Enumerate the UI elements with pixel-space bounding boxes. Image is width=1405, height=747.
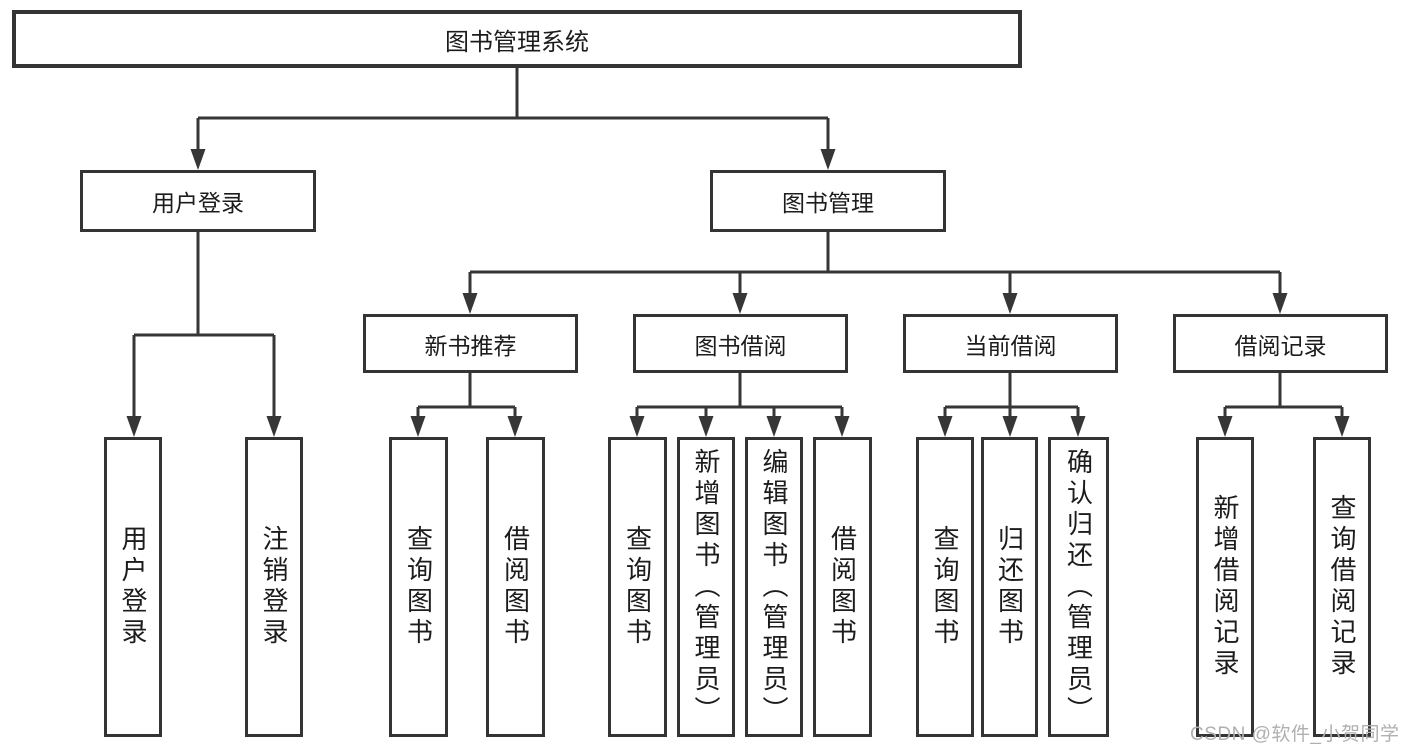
leaf-return-book-label: 归还图书 bbox=[994, 525, 1025, 649]
node-current-borrowing-label: 当前借阅 bbox=[964, 332, 1057, 359]
leaf-user-login-label: 用户登录 bbox=[118, 525, 148, 649]
connector-book-borrow-branch bbox=[629, 373, 850, 437]
leaf-query-books-current-label: 查询图书 bbox=[930, 525, 960, 649]
connector-user-login-branch bbox=[126, 232, 282, 437]
node-borrowing-records-label: 借阅记录 bbox=[1234, 332, 1327, 359]
leaf-logout: 注销登录 bbox=[245, 437, 303, 737]
connector-root-to-level2 bbox=[190, 68, 836, 170]
leaf-add-book-admin-label: 新增图书（管理员） bbox=[691, 447, 721, 727]
leaf-confirm-return-admin-label: 确认归还（管理员） bbox=[1063, 447, 1094, 727]
leaf-borrow-books-borrowing-label: 借阅图书 bbox=[827, 525, 858, 649]
node-new-book-recommend-label: 新书推荐 bbox=[424, 332, 517, 359]
node-book-borrowing-label: 图书借阅 bbox=[694, 332, 787, 359]
leaf-confirm-return-admin: 确认归还（管理员） bbox=[1048, 437, 1109, 737]
connector-book-management-branch bbox=[462, 232, 1288, 314]
leaf-add-book-admin: 新增图书（管理员） bbox=[677, 437, 735, 737]
leaf-borrow-books-recommend: 借阅图书 bbox=[486, 437, 545, 737]
node-book-management-label: 图书管理 bbox=[782, 190, 874, 216]
node-library-system-label: 图书管理系统 bbox=[445, 28, 589, 56]
leaf-query-books-borrowing-label: 查询图书 bbox=[622, 525, 653, 649]
leaf-add-borrow-record: 新增借阅记录 bbox=[1196, 437, 1254, 737]
csdn-watermark: CSDN @软件_小贺同学 bbox=[1190, 724, 1400, 745]
leaf-query-books-current: 查询图书 bbox=[916, 437, 974, 737]
node-user-login-group-label: 用户登录 bbox=[152, 190, 244, 216]
leaf-user-login: 用户登录 bbox=[104, 437, 162, 737]
leaf-add-borrow-record-label: 新增借阅记录 bbox=[1210, 494, 1240, 680]
leaf-query-books-borrowing: 查询图书 bbox=[608, 437, 667, 737]
node-user-login-group: 用户登录 bbox=[80, 170, 316, 232]
leaf-edit-book-admin-label: 编辑图书（管理员） bbox=[759, 447, 789, 727]
node-book-management: 图书管理 bbox=[710, 170, 946, 232]
node-new-book-recommend: 新书推荐 bbox=[363, 314, 578, 373]
leaf-edit-book-admin: 编辑图书（管理员） bbox=[745, 437, 803, 737]
leaf-query-books-recommend: 查询图书 bbox=[389, 437, 448, 737]
leaf-query-borrow-record: 查询借阅记录 bbox=[1313, 437, 1371, 737]
node-borrowing-records: 借阅记录 bbox=[1173, 314, 1388, 373]
connector-current-borrow-branch bbox=[937, 373, 1086, 437]
node-library-system: 图书管理系统 bbox=[12, 10, 1022, 68]
connector-new-book-branch bbox=[410, 373, 523, 437]
connector-borrow-records-branch bbox=[1217, 373, 1350, 437]
leaf-borrow-books-borrowing: 借阅图书 bbox=[813, 437, 872, 737]
leaf-query-borrow-record-label: 查询借阅记录 bbox=[1327, 494, 1357, 680]
leaf-borrow-books-recommend-label: 借阅图书 bbox=[500, 525, 531, 649]
leaf-query-books-recommend-label: 查询图书 bbox=[403, 525, 434, 649]
leaf-logout-label: 注销登录 bbox=[259, 525, 289, 649]
leaf-return-book: 归还图书 bbox=[981, 437, 1038, 737]
node-current-borrowing: 当前借阅 bbox=[903, 314, 1118, 373]
node-book-borrowing: 图书借阅 bbox=[633, 314, 848, 373]
